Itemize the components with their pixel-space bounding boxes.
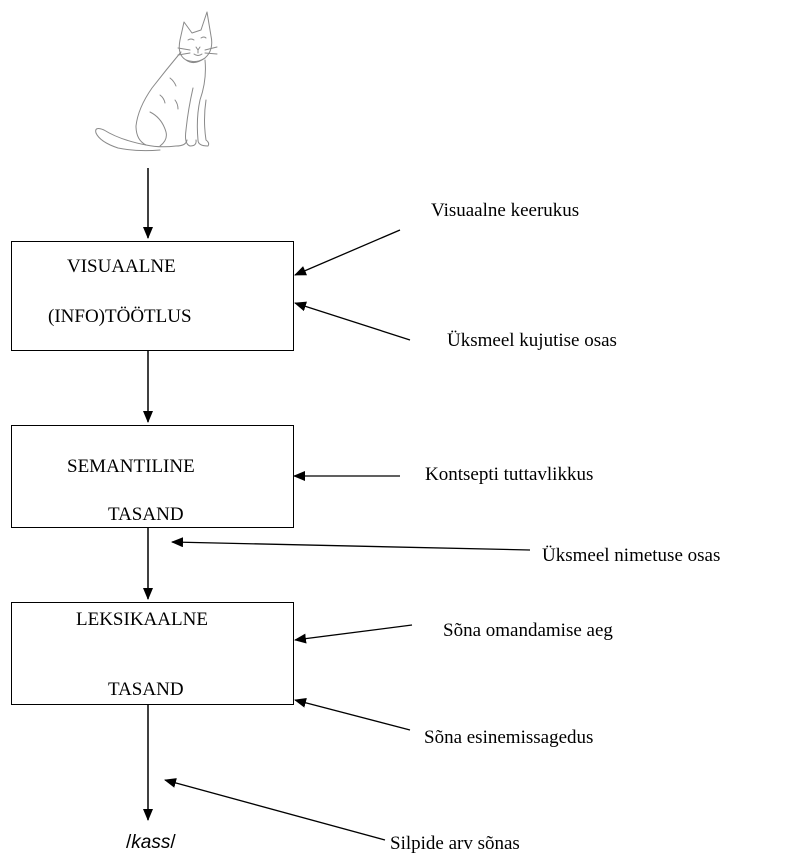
stage-visual-line2: (INFO)TÖÖTLUS xyxy=(48,306,192,327)
stage-semantic-line2: TASAND xyxy=(108,504,184,525)
factor-arrow-syllable-count xyxy=(164,778,386,841)
output-word: /kass/ xyxy=(126,832,176,854)
stage-lexical-line2: TASAND xyxy=(108,679,184,700)
output-word-text: kass xyxy=(131,832,171,853)
factor-arrow-visual-complexity xyxy=(294,229,401,276)
output-open-slash: / xyxy=(126,832,132,853)
factor-arrow-word-frequency xyxy=(294,697,411,731)
factor-name-agreement: Üksmeel nimetuse osas xyxy=(542,545,721,566)
factor-syllable-count: Silpide arv sõnas xyxy=(390,833,520,854)
stage-box-lexical: LEKSIKAALNE TASAND xyxy=(11,602,294,705)
stage-box-semantic: SEMANTILINE TASAND xyxy=(11,425,294,528)
stage-semantic-line1: SEMANTILINE xyxy=(67,456,195,477)
factor-arrow-age-of-acquisition xyxy=(294,624,413,644)
stage-visual-line1: VISUAALNE xyxy=(67,256,176,277)
factor-image-agreement: Üksmeel kujutise osas xyxy=(447,330,617,351)
stage-box-visual: VISUAALNE (INFO)TÖÖTLUS xyxy=(11,241,294,351)
factor-arrow-name-agreement xyxy=(171,537,531,551)
cat-drawing-icon xyxy=(95,11,218,152)
factor-word-frequency: Sõna esinemissagedus xyxy=(424,727,594,748)
factor-arrow-image-agreement xyxy=(294,301,411,341)
factor-age-of-acquisition: Sõna omandamise aeg xyxy=(443,620,613,641)
factor-visual-complexity: Visuaalne keerukus xyxy=(431,200,580,221)
factor-concept-familiarity: Kontsepti tuttavlikkus xyxy=(425,464,594,485)
output-close-slash: / xyxy=(170,832,176,853)
stage-lexical-line1: LEKSIKAALNE xyxy=(76,609,208,630)
